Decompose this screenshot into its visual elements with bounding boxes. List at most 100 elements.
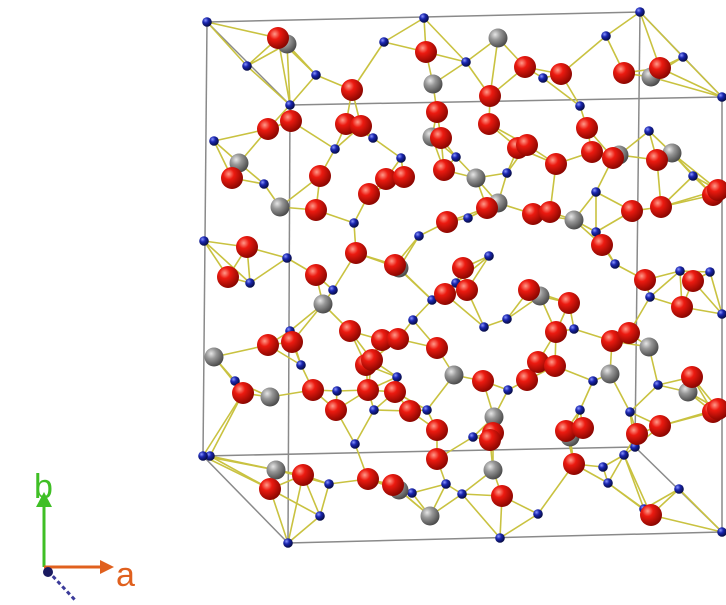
red-atom bbox=[516, 134, 538, 156]
blue-atom bbox=[502, 314, 512, 324]
red-atom bbox=[345, 242, 367, 264]
red-atom bbox=[236, 236, 258, 258]
blue-atom bbox=[461, 57, 471, 67]
red-atom bbox=[375, 168, 397, 190]
red-atom bbox=[479, 429, 501, 451]
cell-edge bbox=[202, 455, 289, 544]
blue-atom bbox=[414, 231, 424, 241]
b-axis-arrowhead bbox=[36, 492, 52, 507]
red-atom bbox=[358, 183, 380, 205]
bond bbox=[202, 455, 277, 471]
bond bbox=[202, 392, 244, 457]
blue-atom bbox=[591, 227, 601, 237]
blue-atom bbox=[451, 152, 461, 162]
blue-atom bbox=[282, 253, 292, 263]
red-atom bbox=[618, 322, 640, 344]
red-atom bbox=[621, 200, 643, 222]
red-atom bbox=[357, 468, 379, 490]
bond bbox=[461, 493, 501, 539]
red-atom bbox=[257, 118, 279, 140]
blue-atom bbox=[635, 7, 645, 17]
a-axis-arrowhead bbox=[100, 560, 114, 574]
blue-atom bbox=[242, 61, 252, 71]
grey-atom bbox=[484, 407, 504, 427]
grey-atom bbox=[483, 460, 503, 480]
red-atom bbox=[280, 110, 302, 132]
red-atom bbox=[434, 283, 456, 305]
blue-atom bbox=[422, 405, 432, 415]
blue-atom bbox=[625, 407, 635, 417]
blue-atom bbox=[349, 218, 359, 228]
blue-atom bbox=[688, 171, 698, 181]
bond bbox=[206, 21, 279, 39]
blue-atom bbox=[495, 533, 505, 543]
red-atom bbox=[305, 199, 327, 221]
blue-atom bbox=[653, 380, 663, 390]
bond bbox=[639, 11, 684, 58]
blue-atom bbox=[479, 322, 489, 332]
blue-atom bbox=[427, 295, 437, 305]
blue-atom bbox=[598, 462, 608, 472]
b-axis-label: b bbox=[34, 468, 53, 506]
red-atom bbox=[281, 331, 303, 353]
blue-atom bbox=[678, 52, 688, 62]
red-atom bbox=[640, 504, 662, 526]
blue-atom bbox=[484, 251, 494, 261]
grey-atom bbox=[466, 168, 486, 188]
blue-atom bbox=[324, 479, 334, 489]
blue-atom bbox=[503, 385, 513, 395]
grey-atom bbox=[270, 197, 290, 217]
red-atom bbox=[550, 63, 572, 85]
axis-origin bbox=[43, 567, 53, 577]
red-atom bbox=[650, 196, 672, 218]
red-atom bbox=[472, 370, 494, 392]
red-atom bbox=[478, 113, 500, 135]
red-atom bbox=[545, 321, 567, 343]
red-atom bbox=[544, 355, 566, 377]
cell-edge bbox=[287, 531, 723, 544]
red-atom bbox=[350, 115, 372, 137]
red-atom bbox=[563, 453, 585, 475]
cell-edge bbox=[287, 104, 291, 544]
blue-atom bbox=[538, 73, 548, 83]
bond bbox=[319, 483, 330, 517]
blue-atom bbox=[202, 17, 212, 27]
red-atom bbox=[426, 448, 448, 470]
grey-atom bbox=[204, 347, 224, 367]
bond bbox=[650, 76, 723, 98]
bond bbox=[623, 454, 645, 510]
bond bbox=[629, 384, 659, 413]
bond bbox=[372, 137, 402, 159]
red-atom bbox=[426, 337, 448, 359]
bond bbox=[206, 21, 248, 67]
red-atom bbox=[572, 417, 594, 439]
red-atom bbox=[707, 179, 726, 201]
red-atom bbox=[491, 485, 513, 507]
blue-atom bbox=[419, 13, 429, 23]
red-atom bbox=[646, 149, 668, 171]
red-atom bbox=[436, 211, 458, 233]
blue-atom bbox=[717, 92, 726, 102]
blue-atom bbox=[311, 70, 321, 80]
blue-atom bbox=[610, 259, 620, 269]
blue-atom bbox=[245, 278, 255, 288]
bond bbox=[249, 257, 288, 284]
red-atom bbox=[539, 201, 561, 223]
blue-atom bbox=[198, 451, 208, 461]
blue-atom bbox=[296, 360, 306, 370]
blue-atom bbox=[717, 527, 726, 537]
bond bbox=[289, 74, 317, 106]
red-atom bbox=[325, 399, 347, 421]
bond bbox=[579, 380, 594, 411]
blue-atom bbox=[209, 136, 219, 146]
red-atom bbox=[558, 292, 580, 314]
red-atom bbox=[341, 79, 363, 101]
grey-atom bbox=[420, 506, 440, 526]
red-atom bbox=[387, 328, 409, 350]
bond bbox=[423, 17, 467, 63]
red-atom bbox=[292, 464, 314, 486]
red-atom bbox=[302, 379, 324, 401]
blue-atom bbox=[645, 292, 655, 302]
c-axis-arrow bbox=[46, 569, 77, 602]
